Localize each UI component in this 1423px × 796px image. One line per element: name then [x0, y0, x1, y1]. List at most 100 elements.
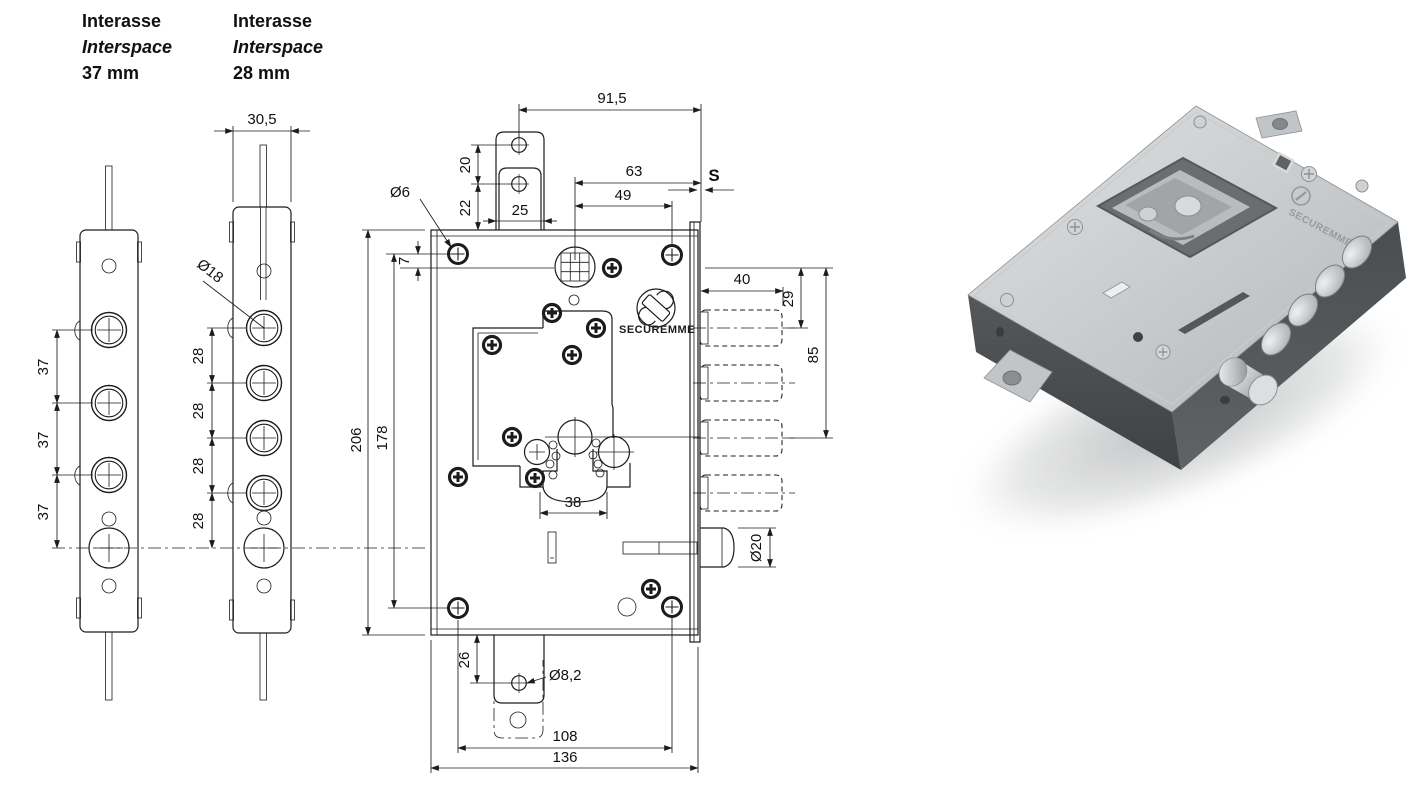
latch-crosshair	[95, 534, 123, 562]
phillips-screw	[561, 344, 583, 366]
latch-crosshair	[250, 534, 278, 562]
mechanism-knob	[1174, 195, 1202, 217]
latch-3d	[1218, 357, 1278, 406]
latch-hole	[88, 527, 130, 569]
interasse-28-title: Interasse	[233, 11, 312, 31]
cylinder-fixing-screw	[523, 438, 551, 466]
phillips-screw	[501, 426, 523, 448]
top-hole	[1133, 332, 1143, 342]
cover-plate-edge	[972, 111, 1392, 405]
bottom-tab-alt-position	[493, 660, 544, 739]
edge-tab	[76, 597, 81, 619]
cylinder-crosshair	[545, 417, 700, 457]
dim-s-faceplate: S	[708, 166, 719, 185]
dim-178: 178	[374, 425, 391, 450]
side-hole-3d	[996, 327, 1004, 337]
phillips-screw	[541, 302, 563, 324]
dim-30-5: 30,5	[247, 111, 276, 128]
bottom-tab-hole	[508, 672, 530, 694]
side-bolts-3d	[1260, 235, 1373, 356]
edge-tab	[229, 599, 234, 621]
interspace-28-value: 28 mm	[233, 63, 290, 83]
pin-holes	[545, 438, 605, 480]
bottom-tab	[493, 635, 545, 704]
dim-20: 20	[457, 157, 474, 174]
latch-bolt	[700, 527, 735, 568]
latch-actuator	[622, 541, 698, 555]
edge-tab	[76, 241, 81, 263]
phillips-screw	[524, 467, 546, 489]
dim-diameter-20: Ø20	[748, 534, 765, 562]
dim-206: 206	[348, 427, 365, 452]
dim-108: 108	[552, 728, 577, 745]
dim-91-5: 91,5	[597, 90, 626, 107]
deadbolt-hole	[90, 384, 128, 422]
product-3d-render: SECUREMME	[946, 105, 1414, 543]
slot	[547, 531, 557, 564]
top-rod	[259, 144, 267, 208]
side-view-interasse-37: 37 37 37	[35, 165, 142, 701]
dim-37-1: 37	[35, 359, 52, 376]
side-hole-3d	[1220, 396, 1230, 404]
top-rod	[105, 165, 113, 231]
small-hole	[256, 510, 272, 526]
tab-hole	[1002, 370, 1022, 386]
deadbolt-hole	[245, 474, 283, 512]
lock-body-side	[79, 229, 139, 633]
edge-bump	[227, 317, 234, 504]
dim-29: 29	[780, 291, 797, 308]
dome-screw	[1193, 115, 1207, 129]
interspace-28-subtitle: Interspace	[233, 37, 323, 57]
main-plan-view: SECUREMME	[348, 90, 833, 773]
dim-85: 85	[805, 347, 822, 364]
top-tab-inner	[498, 167, 542, 230]
top-tab-hole-1	[508, 134, 530, 156]
edge-tab	[290, 221, 295, 243]
dim-22: 22	[457, 200, 474, 217]
body-right-face	[1172, 222, 1406, 470]
dim-26: 26	[456, 652, 473, 669]
top-slot	[1102, 281, 1131, 299]
pin-hole	[568, 294, 580, 306]
dim-37-3: 37	[35, 504, 52, 521]
interspace-28-label: Interasse Interspace 28 mm	[233, 11, 323, 83]
body-inner-edge	[431, 230, 698, 635]
securemme-logo: SECUREMME	[619, 288, 695, 336]
spindle-square-hole	[1271, 151, 1295, 174]
gearbox-cover-plate	[472, 302, 700, 503]
side-view-interasse-28: 30,5 Ø18 28 28 28 28	[190, 111, 310, 701]
dim-28-2: 28	[190, 403, 207, 420]
deadbolt-hole	[90, 311, 128, 349]
dim-28-3: 28	[190, 458, 207, 475]
dim-diameter-8-2: Ø8,2	[549, 667, 582, 684]
dim-38: 38	[565, 494, 582, 511]
dim-40: 40	[734, 271, 751, 288]
interspace-37-value: 37 mm	[82, 63, 139, 83]
top-groove	[1178, 292, 1250, 334]
dim-diameter-6: Ø6	[390, 184, 410, 201]
interspace-37-subtitle: Interspace	[82, 37, 172, 57]
edge-tab	[290, 599, 295, 621]
interspace-37-label: Interasse Interspace 37 mm	[82, 11, 172, 83]
dome-screw	[1000, 293, 1014, 307]
deadbolt-hole	[90, 456, 128, 494]
dim-49: 49	[615, 187, 632, 204]
top-tab-hole-2	[508, 173, 530, 195]
handle-hole	[101, 258, 117, 274]
dim-63: 63	[626, 163, 643, 180]
edge-tab	[137, 597, 142, 619]
round-hole	[617, 597, 637, 617]
deadbolt-hole	[245, 419, 283, 457]
interasse-37-title: Interasse	[82, 11, 161, 31]
dome-screw	[1355, 179, 1369, 193]
mechanism-knob	[1138, 206, 1158, 222]
bottom-rod	[105, 631, 113, 701]
body-top-face	[967, 105, 1399, 413]
dim-7: 7	[396, 257, 413, 265]
edge-bump	[74, 320, 81, 486]
small-hole	[101, 578, 117, 594]
follower-crosshair	[596, 434, 634, 470]
edge-tab	[137, 241, 142, 263]
